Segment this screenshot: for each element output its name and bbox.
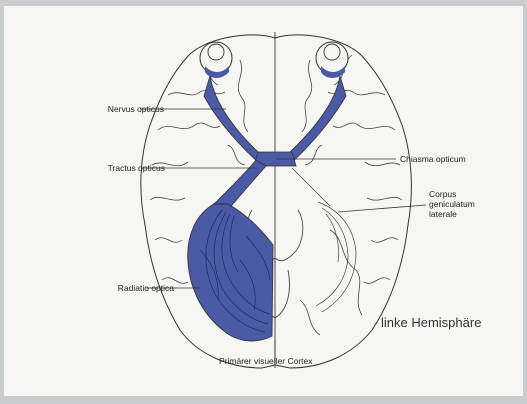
caption-linke-hemisphaere: linke Hemisphäre: [381, 318, 481, 328]
label-tractus-opticus: Tractus opticus: [73, 163, 165, 173]
label-nervus-opticus: Nervus opticus: [68, 104, 164, 114]
label-chiasma-opticum: Chiasma opticum: [400, 154, 466, 164]
label-primaerer-visueller-cortex: Primärer visueller Cortex: [219, 356, 313, 366]
label-corpus-geniculatum-laterale: Corpus geniculatum laterale: [429, 189, 489, 219]
label-radiatio-optica: Radiatio optica: [82, 283, 174, 293]
